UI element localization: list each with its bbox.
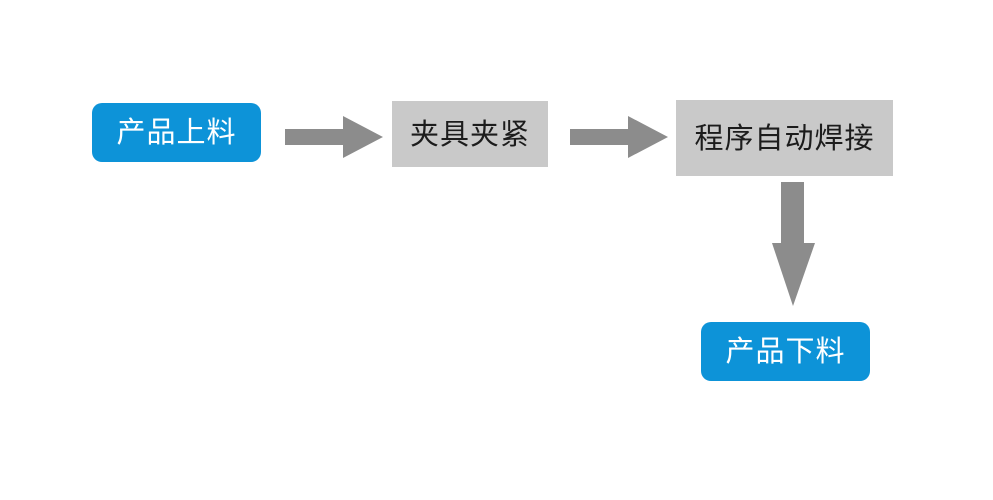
flow-node-program-auto-welding[interactable]: 程序自动焊接 <box>676 100 893 176</box>
flow-node-product-unloading[interactable]: 产品下料 <box>701 322 870 381</box>
flow-node-product-loading[interactable]: 产品上料 <box>92 103 261 162</box>
flow-node-label: 产品下料 <box>725 334 846 368</box>
arrow-right-icon <box>285 116 383 158</box>
flow-node-fixture-clamping[interactable]: 夹具夹紧 <box>392 101 548 167</box>
arrow-down-weld-to-unload <box>770 182 818 306</box>
arrow-down-icon <box>772 182 815 306</box>
flow-node-label: 夹具夹紧 <box>409 116 530 151</box>
arrow-right-clamp-to-weld <box>570 116 668 158</box>
flow-node-label: 产品上料 <box>116 115 237 149</box>
arrow-right-icon <box>570 116 668 158</box>
flow-node-label: 程序自动焊接 <box>694 120 875 155</box>
arrow-right-load-to-clamp <box>285 116 383 158</box>
